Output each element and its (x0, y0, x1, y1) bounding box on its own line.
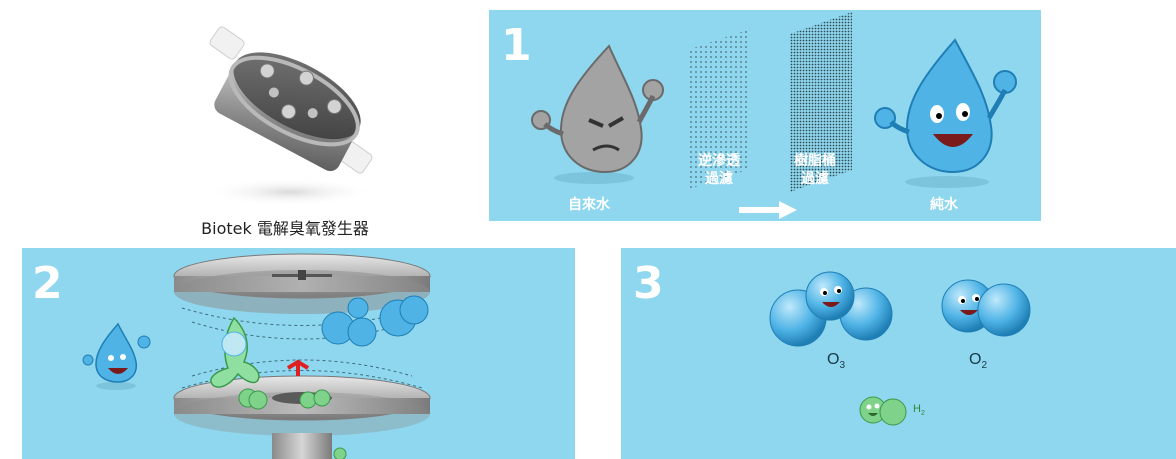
label-o3-subscript: 3 (839, 360, 846, 372)
water-droplet-icon (82, 322, 151, 390)
oxygen-molecule-icon (941, 279, 1031, 337)
label-pure-water: 純水 (930, 197, 958, 213)
step-number-3: 3 (633, 258, 664, 309)
panel-electrolysis: 2 (22, 248, 575, 459)
label-h2: H2 (913, 403, 925, 417)
hydrogen-molecule-icon (859, 396, 907, 426)
panel-molecules: 3 O3 O2 H2 (621, 248, 1176, 459)
label-o2-symbol: O (969, 351, 982, 368)
flow-arrow-icon (739, 201, 797, 219)
label-o3: O3 (827, 351, 845, 371)
label-resin-filter: 樹脂桶 過濾 (785, 152, 845, 188)
label-resin-filter-line1: 樹脂桶 (794, 153, 836, 169)
label-h2-subscript: 2 (920, 410, 925, 418)
resin-filter-screen (790, 12, 852, 192)
label-ro-filter-line1: 逆滲透 (698, 153, 740, 169)
step-number-2: 2 (32, 258, 63, 309)
device-caption: Biotek 電解臭氧發生器 (201, 219, 369, 238)
label-o2-subscript: 2 (981, 360, 988, 372)
label-o2: O2 (969, 351, 987, 371)
label-o3-symbol: O (827, 351, 840, 368)
ozone-molecule-icon (769, 271, 893, 347)
ro-filter-screen (687, 30, 747, 190)
label-ro-filter: 逆滲透 過濾 (689, 152, 749, 188)
electrolysis-cell-diagram (173, 253, 431, 459)
panel-purification: 1 (489, 10, 1041, 221)
label-resin-filter-line2: 過濾 (801, 171, 829, 187)
ozone-generator-photo (190, 14, 390, 210)
label-h2-symbol: H (913, 403, 921, 415)
label-ro-filter-line2: 過濾 (705, 171, 733, 187)
step-number-1: 1 (501, 20, 532, 71)
label-tap-water: 自來水 (568, 197, 610, 213)
pure-water-droplet-icon (874, 38, 1017, 188)
tap-water-droplet-icon (531, 44, 664, 184)
